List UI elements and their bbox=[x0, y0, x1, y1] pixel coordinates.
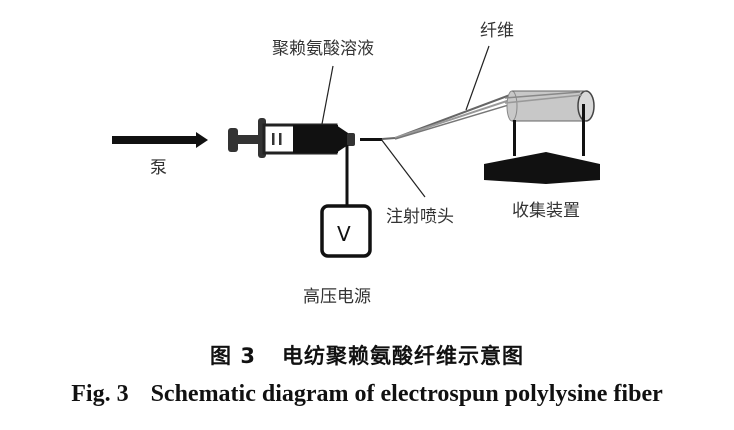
pump-arrow bbox=[112, 132, 208, 148]
pointer-lines bbox=[321, 45, 490, 198]
collector-drum bbox=[484, 90, 600, 184]
fiber-jet bbox=[381, 94, 513, 140]
label-pump: 泵 bbox=[150, 158, 167, 178]
label-power-supply: 高压电源 bbox=[303, 287, 371, 307]
caption-cn-title: 电纺聚赖氨酸纤维示意图 bbox=[281, 344, 524, 368]
caption-en-number: Fig. 3 bbox=[71, 381, 129, 407]
electrospinning-diagram: V 泵 聚赖氨酸溶液 纤维 注射喷头 收集装置 高压电源 bbox=[112, 21, 600, 307]
caption-chinese: 图 3 电纺聚赖氨酸纤维示意图 bbox=[0, 340, 734, 370]
caption-en-title: Schematic diagram of electrospun polylys… bbox=[150, 381, 663, 407]
label-collector: 收集装置 bbox=[512, 201, 580, 221]
diagram-svg bbox=[112, 45, 600, 258]
voltage-symbol: V bbox=[337, 222, 351, 246]
label-solution: 聚赖氨酸溶液 bbox=[272, 39, 374, 59]
label-nozzle: 注射喷头 bbox=[386, 207, 454, 227]
label-fiber: 纤维 bbox=[480, 21, 514, 41]
high-voltage-source bbox=[320, 145, 372, 258]
caption-english: Fig. 3 Schematic diagram of electrospun p… bbox=[0, 381, 734, 408]
caption-cn-number: 图 3 bbox=[210, 344, 256, 368]
syringe bbox=[228, 118, 382, 158]
